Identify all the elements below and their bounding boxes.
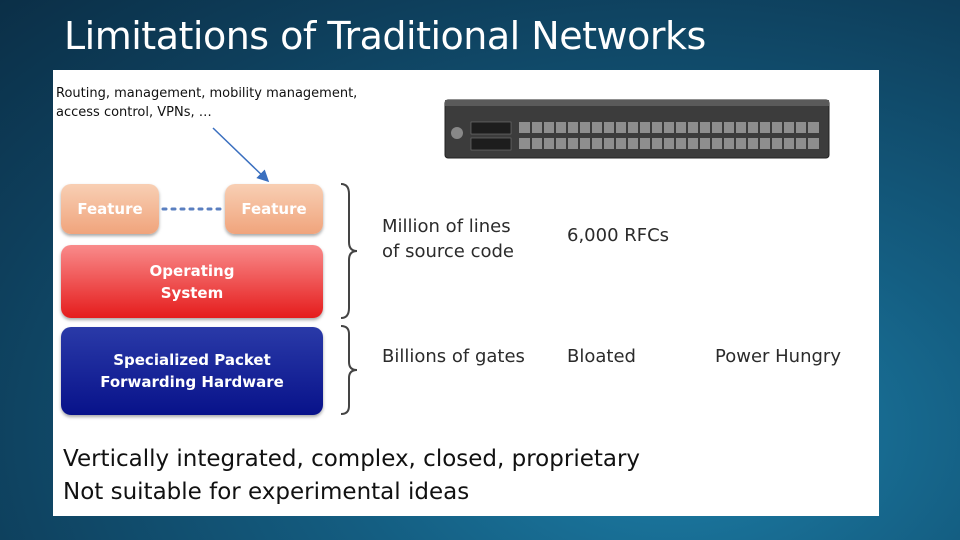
rfcs-label: 6,000 RFCs bbox=[567, 225, 670, 246]
hardware-label: Specialized Packet Forwarding Hardware bbox=[100, 351, 284, 391]
feature-box-2: Feature bbox=[225, 184, 323, 234]
software-brace bbox=[340, 183, 358, 319]
gates-label: Billions of gates bbox=[382, 346, 525, 367]
source-code-label: Million of lines of source code bbox=[382, 216, 514, 262]
content-panel: Routing, management, mobility management… bbox=[53, 70, 879, 516]
summary-line-1: Vertically integrated, complex, closed, … bbox=[63, 446, 641, 472]
operating-system-box: Operating System bbox=[61, 245, 323, 318]
feature-dotted-connector bbox=[161, 207, 225, 211]
slide-title: Limitations of Traditional Networks bbox=[64, 14, 706, 58]
operating-system-label: Operating System bbox=[149, 261, 235, 302]
feature-box-1: Feature bbox=[61, 184, 159, 234]
note-arrow bbox=[212, 127, 270, 183]
power-hungry-label: Power Hungry bbox=[715, 346, 841, 367]
summary-text: Vertically integrated, complex, closed, … bbox=[63, 443, 640, 509]
network-switch-image bbox=[444, 99, 830, 159]
summary-line-2: Not suitable for experimental ideas bbox=[63, 479, 470, 505]
features-note: Routing, management, mobility management… bbox=[56, 86, 358, 120]
packet-forwarding-hardware-box: Specialized Packet Forwarding Hardware bbox=[61, 327, 323, 415]
hardware-brace bbox=[340, 325, 358, 415]
bloated-label: Bloated bbox=[567, 346, 636, 367]
